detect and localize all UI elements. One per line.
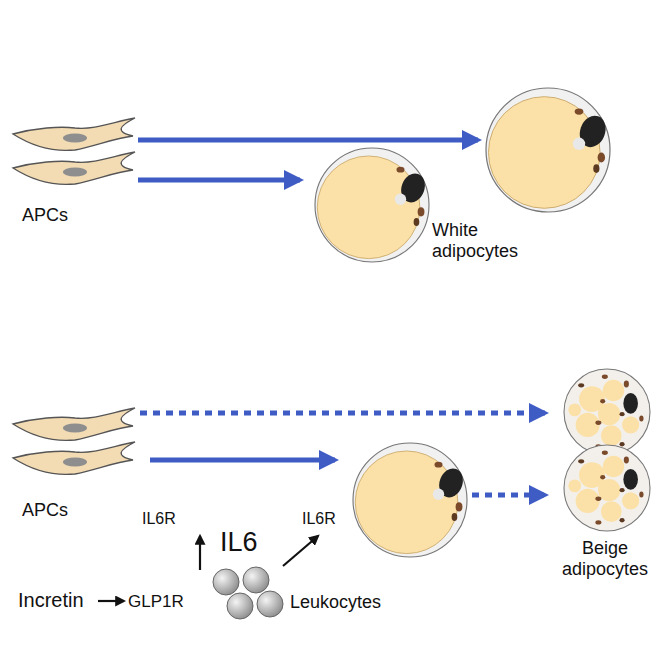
signal-arrow: [199, 536, 201, 570]
differentiation-arrow: [150, 458, 335, 463]
receptor-label: GLP1R: [128, 592, 184, 612]
white-adipocyte: [486, 88, 610, 212]
beige-adipocyte: [564, 445, 650, 531]
receptor-label: IL6R: [302, 510, 336, 528]
leukocyte-cluster: [213, 567, 283, 619]
cell-type-label: Leukocytes: [290, 592, 381, 613]
differentiation-arrow: [138, 178, 300, 183]
white-adipocyte: [315, 148, 429, 262]
white-adipocyte: [353, 443, 467, 557]
cytokine-label: IL6: [220, 527, 258, 558]
beiging-arrow: [472, 493, 545, 498]
cell-type-label: Beige adipocytes: [552, 538, 658, 579]
hormone-label: Incretin: [18, 589, 84, 612]
apc-cell: [13, 442, 135, 474]
apc-label: APCs: [22, 500, 68, 521]
differentiation-arrow: [138, 138, 478, 143]
receptor-label: IL6R: [142, 510, 176, 528]
signal-arrow: [283, 536, 318, 566]
apc-cell: [13, 118, 135, 150]
apc-label: APCs: [22, 205, 68, 226]
beiging-arrow: [140, 411, 545, 416]
beige-adipocyte: [564, 369, 650, 455]
signal-arrow: [98, 600, 124, 602]
apc-cell: [13, 152, 135, 184]
cell-type-label: White adipocytes: [432, 220, 532, 261]
apc-cell: [13, 408, 135, 440]
